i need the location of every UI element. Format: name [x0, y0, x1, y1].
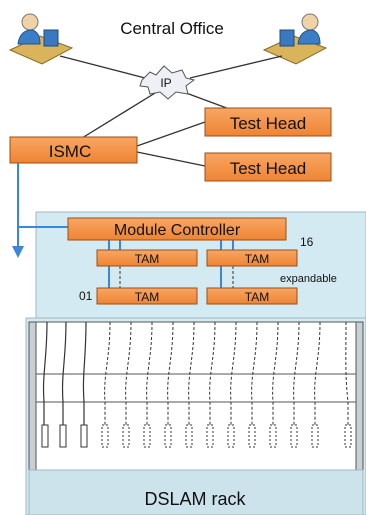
test-head-label: Test Head: [230, 159, 307, 178]
module-controller-label: Module Controller: [114, 222, 241, 239]
line-card-cables: [42, 321, 87, 425]
rack-label: DSLAM rack: [144, 489, 246, 509]
tam-label: TAM: [135, 290, 159, 304]
module-controller-box: Module Controller: [67, 217, 287, 241]
slot-count-bottom: 01: [79, 289, 93, 303]
ismc-label: ISMC: [49, 142, 92, 161]
tam-box: TAM: [206, 287, 298, 305]
ismc-box: ISMC: [9, 136, 138, 164]
test-head-box: Test Head: [204, 107, 332, 137]
tam-box: TAM: [206, 249, 298, 267]
ip-label: IP: [160, 76, 171, 90]
operator-workstation-icon: [262, 13, 328, 65]
operator-workstation-icon: [8, 13, 74, 65]
tam-label: TAM: [135, 252, 159, 266]
tam-box: TAM: [96, 249, 198, 267]
test-head-label: Test Head: [230, 114, 307, 133]
test-head-box: Test Head: [204, 152, 332, 182]
slot-count-top: 16: [300, 235, 314, 249]
tam-box: TAM: [96, 287, 198, 305]
line-card-connectors: [41, 424, 88, 448]
ip-cloud-icon: IP: [139, 65, 196, 100]
dslam-rack: DSLAM rack: [25, 317, 366, 515]
tam-label: TAM: [245, 290, 269, 304]
arrow-down-icon: [12, 246, 24, 258]
expansion-card-cables: [104, 321, 349, 425]
expansion-card-connectors: [101, 424, 352, 448]
diagram-title: Central Office: [120, 19, 224, 38]
tam-label: TAM: [245, 252, 269, 266]
expandable-note: expandable: [280, 273, 337, 285]
